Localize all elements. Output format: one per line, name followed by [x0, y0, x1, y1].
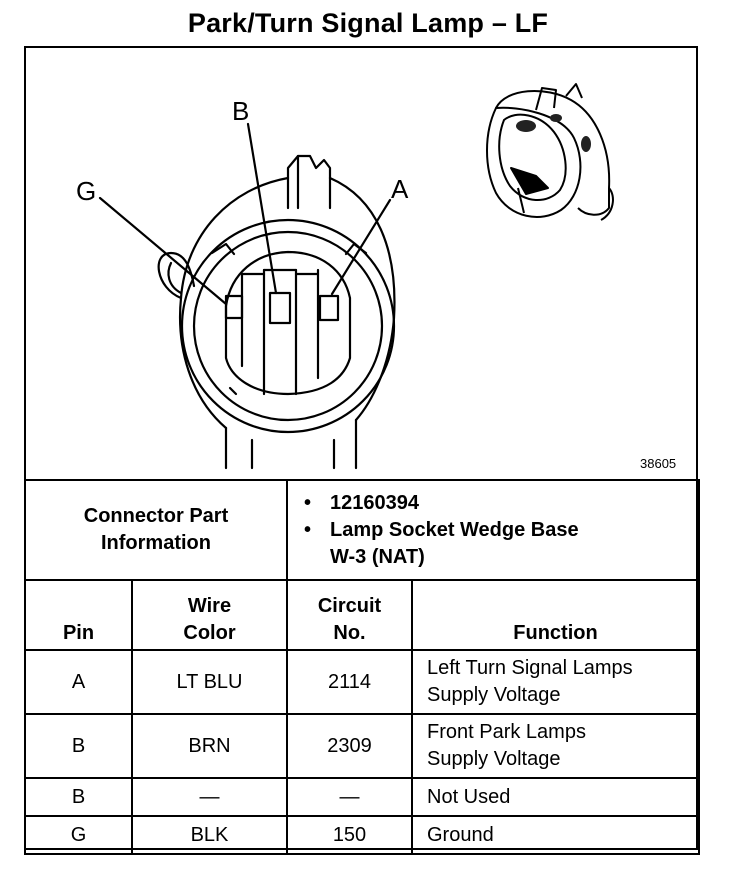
- row-wire-color: —: [131, 777, 288, 817]
- terminal-g: [224, 294, 244, 320]
- row-function-line1: Left Turn Signal Lamps: [427, 657, 633, 679]
- header-wire-color-line2: Color: [183, 622, 236, 644]
- part-number: 12160394: [304, 490, 698, 517]
- row-pin: G: [24, 815, 133, 855]
- row-pin: B: [24, 713, 133, 779]
- table-row: B — — Not Used: [24, 777, 700, 817]
- socket-outer-ring: [180, 218, 396, 434]
- pin-table: Pin Wire Color Circuit No. Function A LT…: [24, 579, 700, 855]
- row-function-line2: Supply Voltage: [427, 684, 561, 706]
- pin-label-g: G: [76, 176, 96, 206]
- row-wire-color: BLK: [131, 815, 288, 855]
- row-function-line2: Supply Voltage: [427, 748, 561, 770]
- leader-b: [246, 122, 278, 295]
- pin-table-header: Pin Wire Color Circuit No. Function: [24, 579, 700, 651]
- row-circuit: 2114: [286, 649, 413, 715]
- pin-label-a: A: [391, 174, 409, 204]
- leader-a: [330, 198, 392, 296]
- row-function: Front Park Lamps Supply Voltage: [411, 713, 700, 779]
- row-function: Left Turn Signal Lamps Supply Voltage: [411, 649, 700, 715]
- connector-info-table: Connector Part Information 12160394 Lamp…: [24, 479, 700, 581]
- row-circuit: 2309: [286, 713, 413, 779]
- row-function: Not Used: [411, 777, 700, 817]
- connector-info-values: 12160394 Lamp Socket Wedge Base W-3 (NAT…: [286, 479, 700, 581]
- row-wire-color: LT BLU: [131, 649, 288, 715]
- header-wire-color-line1: Wire: [187, 595, 232, 617]
- socket-isometric-view: [486, 83, 614, 221]
- socket-inner-ring: [192, 230, 384, 422]
- figure-number: 38605: [640, 456, 677, 471]
- header-pin: Pin: [24, 579, 133, 651]
- row-function: Ground: [411, 815, 700, 855]
- header-wire-color: Wire Color: [131, 579, 288, 651]
- connector-info-label-line1: Connector Part: [83, 505, 229, 527]
- terminal-b: [268, 291, 292, 325]
- table-row: G BLK 150 Ground: [24, 815, 700, 855]
- leader-g: [98, 196, 228, 306]
- socket-description-line2: W-3 (NAT): [330, 545, 425, 568]
- socket-description-line1: Lamp Socket Wedge Base: [304, 517, 698, 544]
- diagram-title: Park/Turn Signal Lamp – LF: [187, 8, 549, 38]
- row-wire-color: BRN: [131, 713, 288, 779]
- table-row: A LT BLU 2114 Left Turn Signal Lamps Sup…: [24, 649, 700, 715]
- row-function-line1: Front Park Lamps: [427, 721, 586, 743]
- row-pin: B: [24, 777, 133, 817]
- connector-info-label: Connector Part Information: [24, 479, 288, 581]
- terminal-a: [318, 294, 340, 322]
- header-function: Function: [411, 579, 700, 651]
- row-circuit: —: [286, 777, 413, 817]
- header-circuit-line2: No.: [333, 622, 366, 644]
- table-row: B BRN 2309 Front Park Lamps Supply Volta…: [24, 713, 700, 779]
- connector-info-label-line2: Information: [101, 532, 211, 554]
- connector-drawing: G B A: [76, 83, 614, 470]
- connector-body: [157, 154, 396, 470]
- row-pin: A: [24, 649, 133, 715]
- pin-label-b: B: [232, 96, 249, 126]
- header-circuit: Circuit No.: [286, 579, 413, 651]
- header-circuit-line1: Circuit: [317, 595, 382, 617]
- row-circuit: 150: [286, 815, 413, 855]
